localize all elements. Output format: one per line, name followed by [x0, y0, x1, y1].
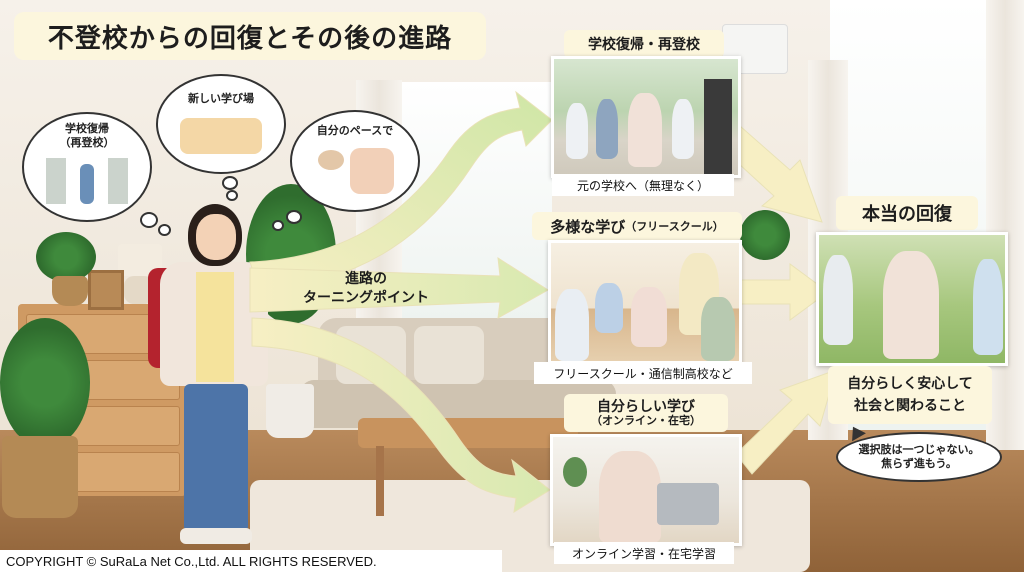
- page-title: 不登校からの回復とその後の進路: [47, 23, 453, 54]
- copyright-text: COPYRIGHT © SuRaLa Net Co.,Ltd. ALL RIGH…: [6, 553, 377, 569]
- turning-point-label: 進路の ターニングポイント: [296, 270, 436, 308]
- title-banner: 不登校からの回復とその後の進路: [14, 12, 486, 60]
- own-path-caption-text: オンライン学習・在宅学習: [571, 546, 716, 561]
- arrow-own-to-goal: [735, 369, 837, 475]
- diverse-path-label-main: 多様な学び: [550, 217, 626, 236]
- floor-plant-left: [0, 318, 90, 448]
- thought-dot: [286, 210, 302, 224]
- thought-return-line2: （再登校）: [59, 135, 115, 149]
- student-figure: [628, 93, 662, 167]
- thought-own-pace-text: 自分のペースで: [316, 124, 394, 137]
- coffee-table: [358, 418, 578, 448]
- goal-label: 本当の回復: [836, 196, 978, 230]
- copyright-notice: COPYRIGHT © SuRaLa Net Co.,Ltd. ALL RIGH…: [0, 550, 502, 572]
- thought-return-line1: 学校復帰: [65, 122, 109, 135]
- own-path-caption: オンライン学習・在宅学習: [554, 542, 734, 564]
- diverse-path-caption: フリースクール・通信制高校など: [534, 362, 752, 384]
- online-learning-photo: [550, 434, 742, 546]
- laptop-icon: [657, 483, 719, 525]
- happy-girl-figure: [883, 251, 939, 359]
- girl-jeans: [184, 384, 248, 532]
- thought-cloud-new-place: 新しい学び場: [156, 74, 286, 174]
- thought-dot: [226, 190, 238, 201]
- encouragement-speech-bubble: 選択肢は一つじゃない。 焦らず進もう。: [836, 432, 1002, 482]
- turning-point-line2: ターニングポイント: [303, 289, 429, 306]
- student-figure: [596, 99, 618, 159]
- arrow-diverse-to-goal: [739, 263, 829, 321]
- planter-pot-center: [266, 384, 314, 438]
- girl-face: [196, 214, 236, 260]
- photo-frame: [88, 270, 124, 310]
- diverse-path-label-sub: （フリースクール）: [625, 220, 724, 233]
- thought-new-place-text: 新しい学び場: [188, 92, 254, 105]
- table-leg-left: [376, 446, 384, 516]
- student-figure: [631, 287, 667, 347]
- thought-cloud-own-pace: 自分のペースで: [290, 110, 420, 212]
- window-plant-right: [740, 210, 790, 260]
- sofa-pillow-mid: [414, 326, 484, 384]
- friend-figure: [973, 259, 1003, 355]
- thought-dot: [272, 220, 284, 231]
- girl-shirt: [196, 272, 234, 382]
- friend-figure: [823, 255, 853, 345]
- own-path-label: 自分らしい学び （オンライン・在宅）: [564, 394, 728, 432]
- student-figure: [595, 283, 623, 333]
- school-path-caption: 元の学校へ（無理なく）: [552, 174, 734, 196]
- school-path-label-text: 学校復帰・再登校: [588, 37, 700, 53]
- school-gate-icon: [704, 79, 732, 175]
- goal-label-text: 本当の回復: [862, 204, 952, 225]
- plant-icon: [563, 457, 587, 487]
- thought-cloud-return: 学校復帰 （再登校）: [22, 112, 152, 222]
- student-figure: [672, 99, 694, 159]
- goal-photo: [816, 232, 1008, 366]
- student-figure: [566, 103, 588, 159]
- thought-dot: [222, 176, 238, 190]
- own-path-label-sub: （オンライン・在宅）: [591, 413, 701, 427]
- diverse-path-label: 多様な学び （フリースクール）: [532, 212, 742, 240]
- thought-dot: [140, 212, 158, 228]
- thought-dot: [158, 224, 171, 236]
- school-return-photo: [551, 56, 741, 178]
- studying-girl-icon: [350, 148, 394, 194]
- free-school-photo: [548, 240, 742, 364]
- arrow-to-school: [249, 90, 553, 293]
- thought-bubble-icon: [318, 150, 344, 170]
- student-figure: [599, 451, 661, 543]
- girl-shoes: [180, 528, 252, 544]
- student-figure: [701, 297, 735, 361]
- speech-line1: 選択肢は一つじゃない。: [858, 442, 980, 456]
- arrow-to-diverse: [249, 257, 549, 319]
- school-gate-icon: [108, 158, 128, 204]
- student-figure: [555, 289, 589, 361]
- own-path-label-main: 自分らしい学び: [597, 398, 695, 415]
- small-planter-basket: [52, 276, 88, 306]
- curtain-right-2: [986, 0, 1024, 450]
- speech-line2: 焦らず進もう。: [881, 457, 957, 470]
- school-gate-icon: [46, 158, 66, 204]
- goal-desc-line2: 社会と関わること: [854, 398, 966, 414]
- small-plant: [36, 232, 96, 282]
- goal-description: 自分らしく安心して 社会と関わること: [828, 366, 992, 424]
- student-icon: [80, 164, 94, 204]
- goal-desc-line1: 自分らしく安心して: [847, 375, 973, 392]
- school-path-label: 学校復帰・再登校: [564, 30, 724, 58]
- arrow-to-own-learning: [251, 317, 551, 513]
- study-group-icon: [180, 118, 262, 154]
- diverse-path-caption-text: フリースクール・通信制高校など: [553, 366, 733, 381]
- school-path-caption-text: 元の学校へ（無理なく）: [576, 178, 709, 193]
- planter-basket-left: [2, 436, 78, 518]
- turning-point-line1: 進路の: [345, 271, 387, 287]
